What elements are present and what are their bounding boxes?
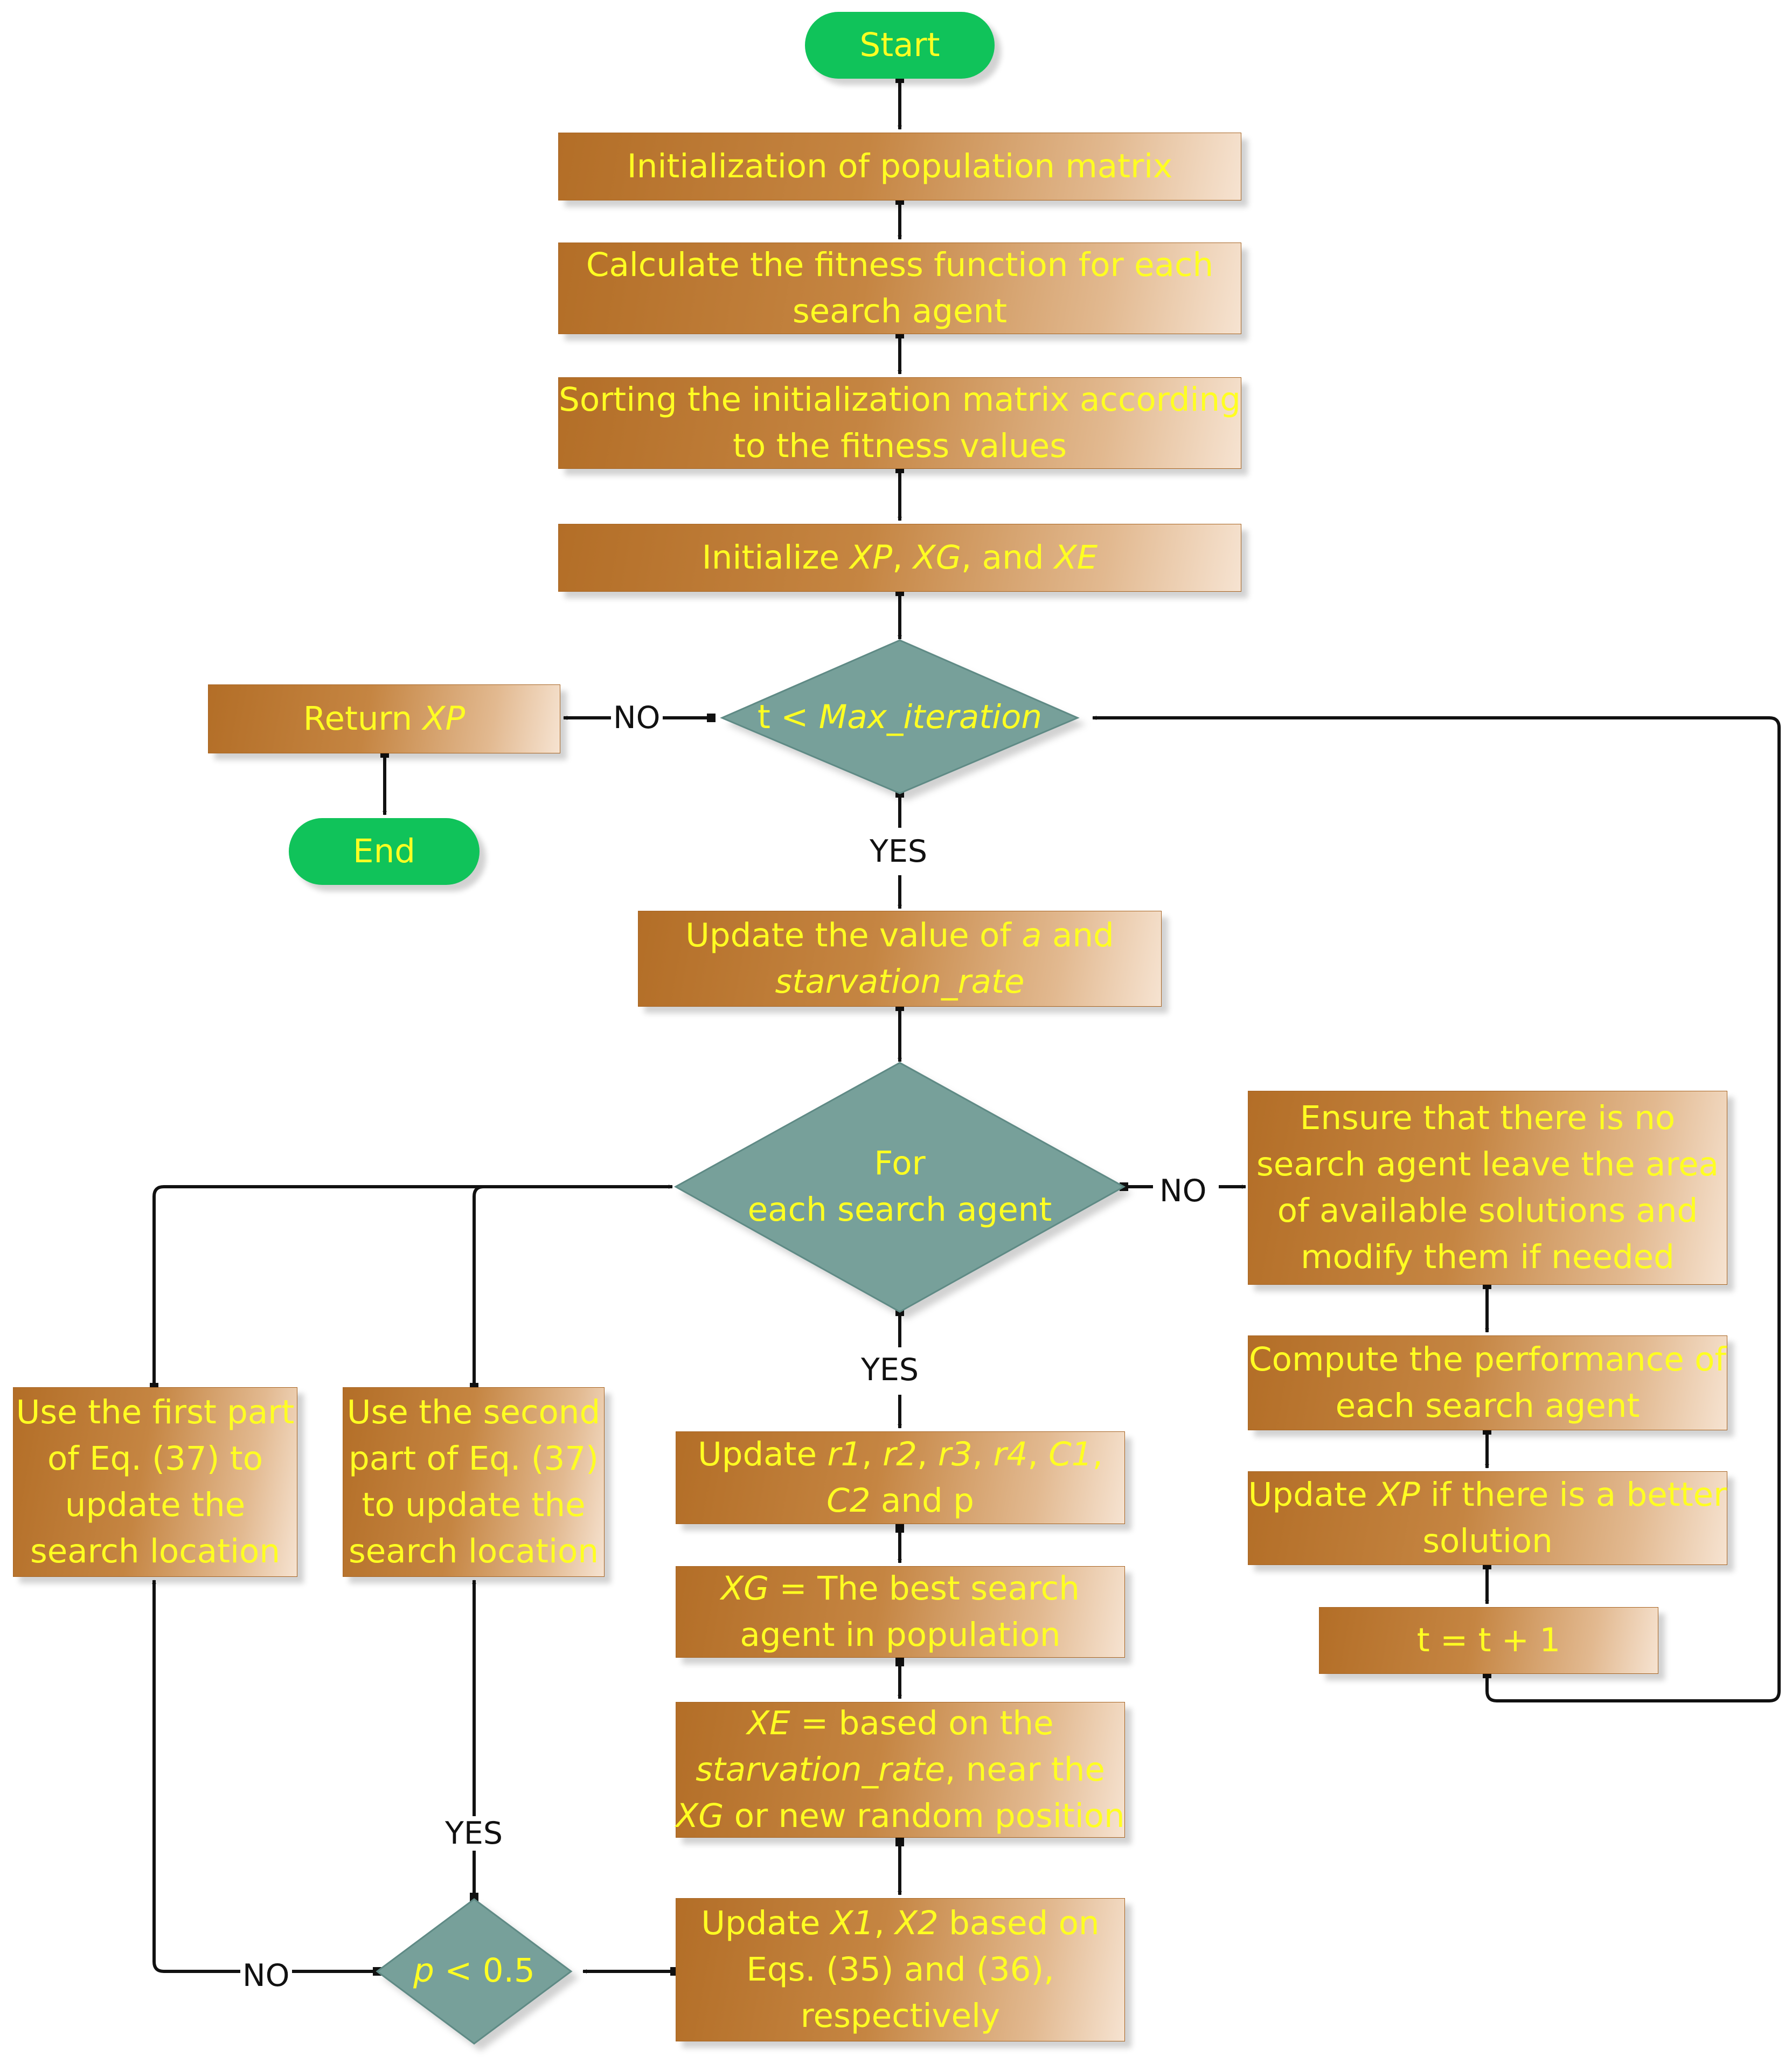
return-xp-box: Return XP	[208, 684, 560, 753]
loop-second-to-for	[473, 1185, 484, 1387]
compute-line-2: each search agent	[1335, 1387, 1640, 1425]
second-part-line-1: Use the second	[346, 1393, 601, 1431]
fitness-line-2: search agent	[792, 292, 1008, 330]
first-part-box: Use the first part of Eq. (37) to update…	[13, 1387, 297, 1577]
first-part-line-4: search location	[30, 1532, 281, 1570]
update-r-box: Update r1, r2, r3, r4, C1, C2 and p	[676, 1431, 1125, 1524]
update-xp-line-2: solution	[1422, 1522, 1553, 1560]
update-x-line-1: Update X1, X2 based on	[701, 1904, 1100, 1942]
xe-based-line-2: starvation_rate, near the	[696, 1750, 1105, 1789]
sort-box: Sorting the initialization matrix accord…	[558, 377, 1241, 469]
sort-line-1: Sorting the initialization matrix accord…	[559, 380, 1241, 419]
update-xp-line-1: Update XP if there is a better	[1248, 1476, 1727, 1514]
sort-line-2: to the fitness values	[732, 427, 1067, 465]
update-a-line-2: starvation_rate	[775, 963, 1025, 1001]
second-part-line-2: part of Eq. (37)	[349, 1439, 599, 1478]
init-population-box: Initialization of population matrix	[558, 133, 1241, 200]
update-x-box: Update X1, X2 based on Eqs. (35) and (36…	[676, 1898, 1125, 2041]
fitness-line-1: Calculate the fitness function for each	[586, 246, 1214, 284]
update-r-line-2: C2 and p	[826, 1482, 974, 1520]
second-part-box: Use the second part of Eq. (37) to updat…	[343, 1387, 605, 1577]
loop-first-to-for	[152, 1185, 673, 1387]
update-a-line-1: Update the value of a and	[685, 916, 1114, 954]
update-r-line-1: Update r1, r2, r3, r4, C1,	[698, 1435, 1103, 1473]
edge-label-yes-for: YES	[859, 1353, 921, 1387]
start-terminal: Start	[805, 12, 995, 79]
compute-box: Compute the performance of each search a…	[1248, 1335, 1727, 1430]
compute-line-1: Compute the performance of	[1249, 1340, 1726, 1379]
end-terminal: End	[289, 818, 480, 885]
xe-based-line-1: XE = based on the	[747, 1704, 1054, 1742]
decision-max-iteration-shape	[720, 639, 1080, 794]
decision-max-iteration: t < Max_iteration	[744, 694, 1056, 740]
update-xp-box: Update XP if there is a better solution	[1248, 1471, 1727, 1565]
end-label: End	[353, 832, 415, 870]
xg-best-box: XG = The best search agent in population	[676, 1566, 1125, 1658]
edge-label-no-p: NO	[240, 1958, 292, 1993]
update-x-line-2: Eqs. (35) and (36),	[746, 1950, 1054, 1989]
decision-max-iteration-label: t < Max_iteration	[757, 698, 1043, 736]
decision-for-each: For each search agent	[717, 1140, 1083, 1233]
second-part-line-4: search location	[348, 1532, 599, 1570]
xg-best-line-1: XG = The best search	[721, 1569, 1080, 1608]
t-increment-label: t = t + 1	[1416, 1621, 1561, 1659]
edge-label-yes-iter: YES	[867, 834, 930, 869]
edge-label-no-for: NO	[1157, 1174, 1209, 1208]
return-xp-label: Return XP	[303, 700, 466, 738]
decision-p-shape	[376, 1898, 573, 2045]
edge-label-no-iter: NO	[611, 701, 663, 735]
xg-best-line-2: agent in population	[740, 1616, 1061, 1654]
xe-based-line-3: XG or new random position	[676, 1797, 1125, 1835]
xe-based-box: XE = based on the starvation_rate, near …	[676, 1702, 1125, 1838]
initialize-x-box: Initialize XP, XG, and XE	[558, 524, 1241, 592]
ensure-line-1: Ensure that there is no	[1300, 1099, 1676, 1137]
start-label: Start	[859, 26, 940, 64]
arrow-p-no-first	[152, 1580, 377, 1973]
update-x-line-3: respectively	[800, 1997, 1001, 2035]
decision-for-each-shape	[673, 1062, 1126, 1313]
ensure-box: Ensure that there is no search agent lea…	[1248, 1091, 1727, 1285]
decision-p: p < 0.5	[399, 1948, 550, 1994]
init-population-label: Initialization of population matrix	[627, 147, 1173, 185]
ensure-line-2: search agent leave the area	[1256, 1145, 1719, 1183]
loop-back-to-cond	[1092, 716, 1781, 1702]
for-line-1: For	[874, 1144, 926, 1182]
ensure-line-4: modify them if needed	[1301, 1238, 1675, 1276]
first-part-line-1: Use the first part	[16, 1393, 295, 1431]
fitness-box: Calculate the fitness function for each …	[558, 243, 1241, 334]
second-part-line-3: to update the	[362, 1486, 586, 1524]
first-part-line-3: update the	[65, 1486, 246, 1524]
for-line-2: each search agent	[747, 1190, 1052, 1229]
ensure-line-3: of available solutions and	[1277, 1192, 1698, 1230]
edge-label-yes-p: YES	[443, 1816, 505, 1851]
decision-p-label: p < 0.5	[413, 1951, 535, 1990]
update-a-box: Update the value of a and starvation_rat…	[638, 911, 1162, 1007]
t-increment-box: t = t + 1	[1319, 1607, 1658, 1674]
first-part-line-2: of Eq. (37) to	[47, 1439, 263, 1478]
initialize-x-label: Initialize XP, XG, and XE	[701, 538, 1098, 577]
